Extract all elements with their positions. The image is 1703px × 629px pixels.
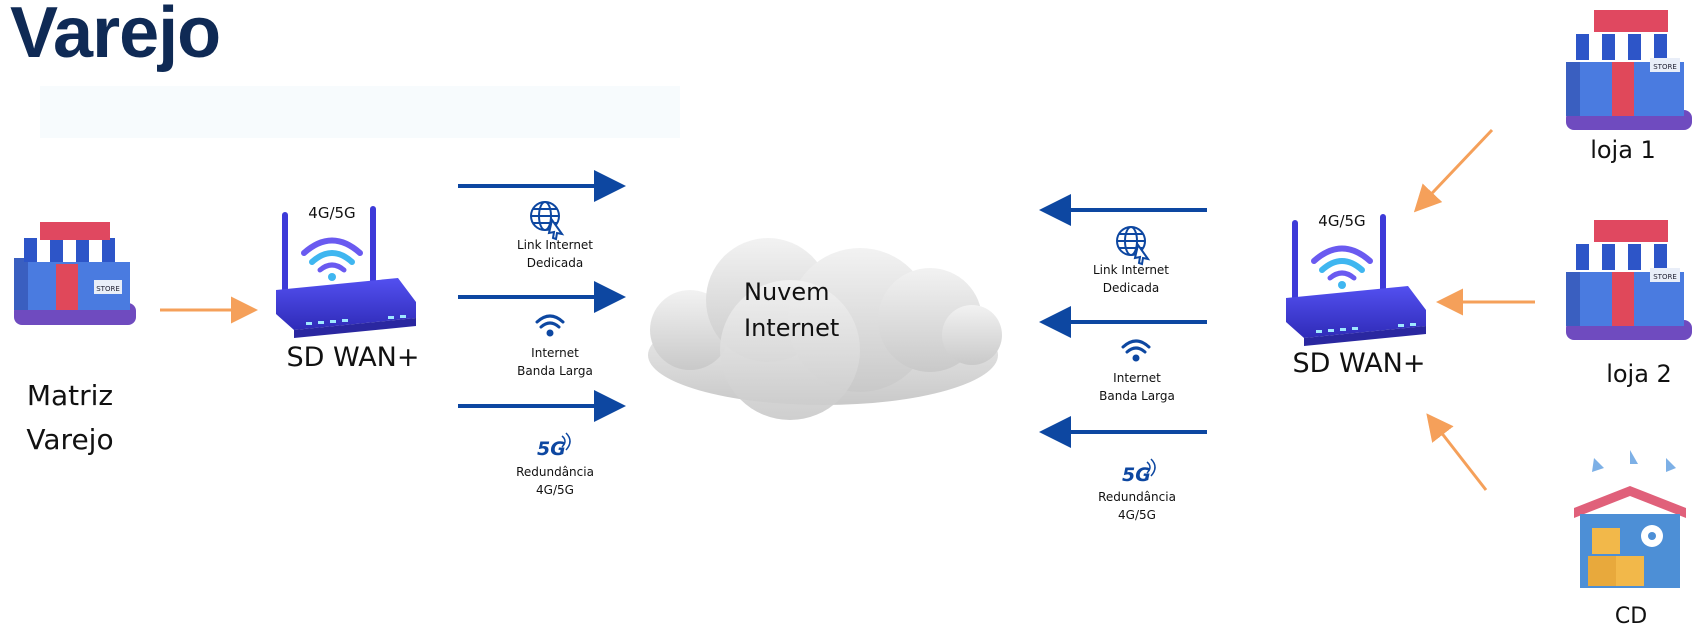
link-label-left-3-line2: 4G/5G — [536, 483, 574, 497]
svg-text:5G: 5G — [1122, 464, 1151, 486]
router-icon-right — [1286, 214, 1426, 346]
link-label-left-1: Link Internet Dedicada — [480, 236, 630, 272]
matriz-label-line2: Varejo — [26, 423, 114, 456]
site-label-loja1: loja 1 — [1590, 136, 1656, 164]
link-label-right-2-line2: Banda Larga — [1099, 389, 1175, 403]
link-label-right-1: Link Internet Dedicada — [1056, 261, 1206, 297]
link-label-left-2-line2: Banda Larga — [517, 364, 593, 378]
wifi-icon — [1121, 339, 1151, 362]
page-title: Varejo — [10, 0, 221, 73]
router-band-right: 4G/5G — [1318, 212, 1366, 230]
arrow-cd-to-router — [1426, 413, 1488, 491]
svg-text:STORE: STORE — [1653, 63, 1677, 71]
store-icon-loja2: STORE — [1566, 220, 1692, 340]
matriz-label-line1: Matriz — [26, 379, 114, 412]
link-label-left-3: Redundância 4G/5G — [480, 463, 630, 499]
5g-icon: 5G — [537, 432, 571, 460]
globe-cursor-icon — [530, 201, 565, 241]
router-icon-left — [276, 206, 416, 338]
arrow-loja1-to-router — [1413, 128, 1494, 213]
background-band — [40, 86, 680, 138]
svg-text:STORE: STORE — [1653, 273, 1677, 281]
cloud-shape — [648, 238, 1002, 420]
link-label-right-3-line2: 4G/5G — [1118, 508, 1156, 522]
cloud-label: Nuvem Internet — [744, 274, 894, 346]
cloud-label-line2: Internet — [744, 314, 840, 342]
svg-text:5G: 5G — [537, 438, 566, 460]
warehouse-icon — [1574, 450, 1686, 588]
link-label-right-3: Redundância 4G/5G — [1062, 488, 1212, 524]
link-label-left-2: Internet Banda Larga — [480, 344, 630, 380]
link-label-right-1-line2: Dedicada — [1102, 281, 1160, 295]
wifi-icon — [535, 314, 565, 337]
globe-cursor-icon — [1116, 226, 1151, 266]
site-label-cd: CD — [1614, 604, 1648, 629]
link-label-right-3-line1: Redundância — [1098, 490, 1176, 504]
link-label-right-2: Internet Banda Larga — [1062, 369, 1212, 405]
link-label-left-2-line1: Internet — [531, 346, 579, 360]
router-label-left: SD WAN+ — [286, 342, 420, 373]
link-label-left-3-line1: Redundância — [516, 465, 594, 479]
link-label-right-2-line1: Internet — [1113, 371, 1161, 385]
router-band-left: 4G/5G — [308, 204, 356, 222]
store-icon-loja1: STORE — [1566, 10, 1692, 130]
matriz-label: Matriz Varejo — [0, 374, 140, 462]
svg-text:STORE: STORE — [96, 285, 120, 293]
5g-icon: 5G — [1122, 458, 1156, 486]
router-label-right: SD WAN+ — [1292, 348, 1426, 379]
site-label-loja2: loja 2 — [1606, 360, 1672, 388]
cloud-label-line1: Nuvem — [744, 278, 830, 306]
store-icon-matriz: STORE — [14, 222, 136, 325]
link-label-right-1-line1: Link Internet — [1092, 263, 1170, 277]
link-label-left-1-line2: Dedicada — [526, 256, 584, 270]
link-label-left-1-line1: Link Internet — [516, 238, 594, 252]
